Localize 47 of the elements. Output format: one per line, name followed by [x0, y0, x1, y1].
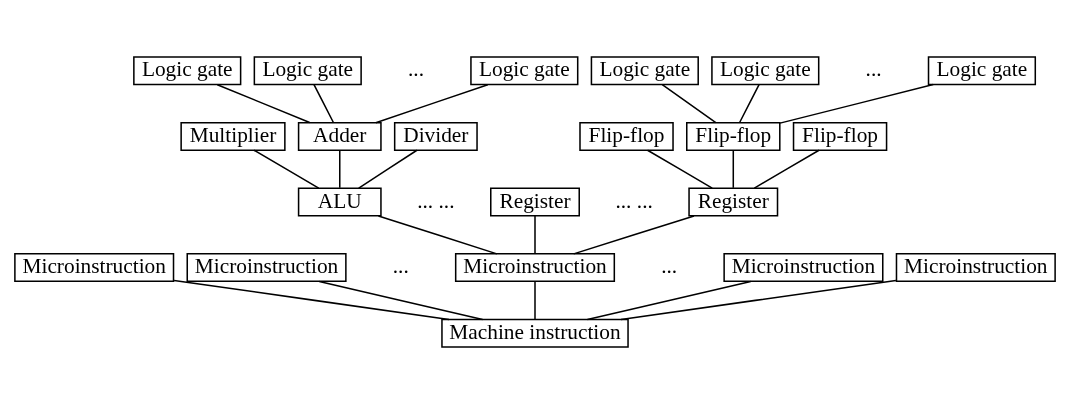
- connector: [572, 214, 695, 255]
- connector: [534, 280, 536, 320]
- node-box: Flip-flop: [579, 121, 674, 151]
- label: ... ...: [615, 188, 653, 213]
- connector: [646, 149, 713, 189]
- label: ... ...: [417, 188, 455, 213]
- connector: [753, 149, 820, 189]
- connector: [253, 149, 320, 189]
- connector: [339, 148, 341, 189]
- node-box: Machine instruction: [441, 318, 629, 348]
- connector: [313, 83, 335, 123]
- node-box: Register: [688, 187, 779, 216]
- node-box: Logic gate: [253, 55, 362, 85]
- node-box: Microinstruction: [895, 252, 1056, 282]
- connector: [375, 83, 489, 123]
- connector: [534, 214, 536, 254]
- node-box: Divider: [393, 121, 478, 151]
- node-box: ALU: [297, 187, 382, 216]
- connector: [732, 148, 735, 189]
- label: ...: [865, 56, 882, 81]
- connector: [173, 279, 450, 320]
- node-box: Logic gate: [927, 55, 1037, 85]
- node-box: Logic gate: [470, 55, 579, 85]
- node-box: Register: [490, 187, 580, 216]
- node-box: Adder: [297, 121, 382, 151]
- label: ...: [661, 253, 678, 278]
- node-box: Logic gate: [590, 55, 699, 85]
- connector: [318, 280, 484, 320]
- connector: [377, 214, 498, 255]
- connector: [586, 280, 752, 320]
- connector: [358, 149, 418, 189]
- node-box: Microinstruction: [186, 252, 347, 282]
- node-box: Microinstruction: [454, 252, 616, 282]
- connector: [216, 83, 311, 123]
- node-box: Logic gate: [711, 55, 820, 85]
- node-box: Microinstruction: [14, 252, 175, 282]
- label: ...: [392, 253, 409, 278]
- node-box: Flip-flop: [792, 121, 888, 151]
- node-box: Flip-flop: [686, 121, 781, 151]
- connector: [661, 83, 717, 123]
- connector: [779, 83, 934, 124]
- node-box: Logic gate: [133, 55, 242, 85]
- connector: [620, 279, 897, 320]
- node-box: Microinstruction: [723, 252, 884, 282]
- label: ...: [408, 56, 425, 81]
- connector: [739, 83, 760, 123]
- node-box: Multiplier: [180, 121, 286, 151]
